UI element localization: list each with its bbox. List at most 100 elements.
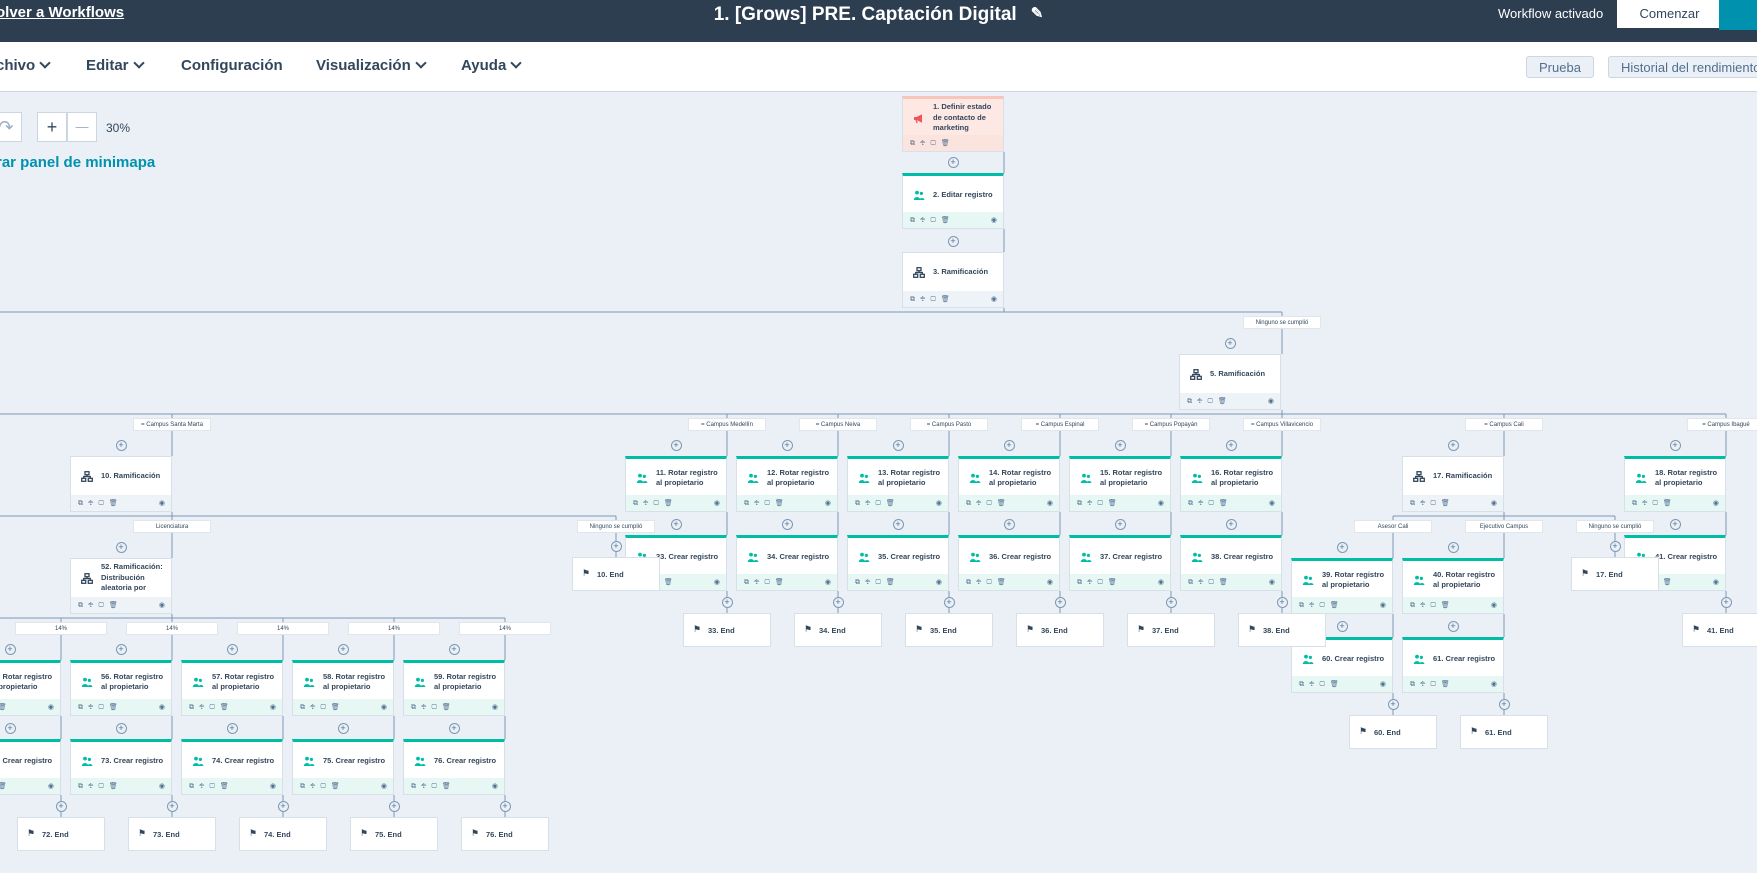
add-action-icon[interactable]: + <box>1336 620 1348 632</box>
eye-icon[interactable]: ◉ <box>935 579 942 586</box>
eye-icon[interactable]: ◉ <box>1379 602 1386 609</box>
add-action-icon[interactable]: + <box>1669 518 1681 530</box>
add-action-icon[interactable]: + <box>337 643 349 655</box>
workflow-action-card[interactable]: 40. Rotar registro al propietario⧉✥▢🗑◉ <box>1402 558 1504 614</box>
workflow-action-card[interactable]: 2. Editar registro⧉✥▢🗑◉ <box>902 173 1004 229</box>
eye-icon[interactable]: ◉ <box>1268 500 1275 507</box>
eye-icon[interactable]: ◉ <box>1267 398 1274 405</box>
add-action-icon[interactable]: + <box>388 800 400 812</box>
workflow-action-card[interactable]: 60. Crear registro⧉✥▢🗑◉ <box>1291 637 1393 693</box>
add-action-icon[interactable]: + <box>448 722 460 734</box>
eye-icon[interactable]: ◉ <box>491 704 498 711</box>
card-tools-icons[interactable]: ⧉✥▢🗑 <box>1299 602 1344 609</box>
menu-help[interactable]: Ayuda <box>461 57 522 74</box>
workflow-action-card[interactable]: 12. Rotar registro al propietario⧉✥▢🗑◉ <box>736 456 838 512</box>
add-action-icon[interactable]: + <box>943 596 955 608</box>
add-action-icon[interactable]: + <box>115 439 127 451</box>
eye-icon[interactable]: ◉ <box>1268 579 1275 586</box>
card-tools-icons[interactable]: ⧉✥▢🗑 <box>300 704 345 711</box>
eye-icon[interactable]: ◉ <box>47 704 54 711</box>
add-action-icon[interactable]: + <box>1498 698 1510 710</box>
end-node[interactable]: ⚑17. End <box>1571 557 1659 591</box>
workflow-action-card[interactable]: 72. Crear registro⧉✥▢🗑◉ <box>0 739 61 795</box>
add-action-icon[interactable]: + <box>610 540 622 552</box>
add-action-icon[interactable]: + <box>337 722 349 734</box>
workflow-action-card[interactable]: 18. Rotar registro al propietario⧉✥▢🗑◉ <box>1624 456 1726 512</box>
add-action-icon[interactable]: + <box>947 156 959 168</box>
eye-icon[interactable]: ◉ <box>713 579 720 586</box>
add-action-icon[interactable]: + <box>832 596 844 608</box>
add-action-icon[interactable]: + <box>499 800 511 812</box>
eye-icon[interactable]: ◉ <box>380 783 387 790</box>
add-action-icon[interactable]: + <box>1336 541 1348 553</box>
workflow-action-card[interactable]: 13. Rotar registro al propietario⧉✥▢🗑◉ <box>847 456 949 512</box>
end-node[interactable]: ⚑61. End <box>1460 715 1548 749</box>
add-action-icon[interactable]: + <box>1447 439 1459 451</box>
card-tools-icons[interactable]: ⧉✥▢🗑 <box>966 500 1011 507</box>
workflow-action-card[interactable]: 34. Crear registro⧉✥▢🗑◉ <box>736 535 838 591</box>
add-action-icon[interactable]: + <box>892 518 904 530</box>
eye-icon[interactable]: ◉ <box>158 783 165 790</box>
add-action-icon[interactable]: + <box>1003 518 1015 530</box>
eye-icon[interactable]: ◉ <box>1490 602 1497 609</box>
workflow-action-card[interactable]: 35. Crear registro⧉✥▢🗑◉ <box>847 535 949 591</box>
card-tools-icons[interactable]: ⧉✥▢🗑 <box>1077 579 1122 586</box>
card-tools-icons[interactable]: ⧉✥▢🗑 <box>966 579 1011 586</box>
add-action-icon[interactable]: + <box>1225 518 1237 530</box>
workflow-action-card[interactable]: 58. Rotar registro al propietario⧉✥▢🗑◉ <box>292 660 394 716</box>
start-button[interactable]: Comenzar <box>1617 0 1722 28</box>
workflow-canvas[interactable]: 1. Definir estado de contacto de marketi… <box>0 92 1757 873</box>
zoom-in-button[interactable]: + <box>37 112 67 142</box>
eye-icon[interactable]: ◉ <box>1157 500 1164 507</box>
card-tools-icons[interactable]: ⧉✥▢🗑 <box>411 704 456 711</box>
end-node[interactable]: ⚑33. End <box>683 613 771 647</box>
add-action-icon[interactable]: + <box>1387 698 1399 710</box>
eye-icon[interactable]: ◉ <box>713 500 720 507</box>
card-tools-icons[interactable]: ⧉✥▢🗑 <box>78 783 123 790</box>
eye-icon[interactable]: ◉ <box>380 704 387 711</box>
add-action-icon[interactable]: + <box>1609 540 1621 552</box>
eye-icon[interactable]: ◉ <box>1046 500 1053 507</box>
add-action-icon[interactable]: + <box>1224 337 1236 349</box>
end-node[interactable]: ⚑38. End <box>1238 613 1326 647</box>
end-node[interactable]: ⚑35. End <box>905 613 993 647</box>
card-tools-icons[interactable]: ⧉✥▢🗑 <box>1410 602 1455 609</box>
zoom-out-button[interactable]: — <box>67 112 97 142</box>
card-tools-icons[interactable]: ⧉✥▢🗑 <box>855 500 900 507</box>
redo-icon[interactable]: ↷ <box>0 112 22 142</box>
add-action-icon[interactable]: + <box>721 596 733 608</box>
add-action-icon[interactable]: + <box>1447 620 1459 632</box>
eye-icon[interactable]: ◉ <box>1712 500 1719 507</box>
workflow-action-card[interactable]: 55. Rotar registro al propietario⧉✥▢🗑◉ <box>0 660 61 716</box>
add-action-icon[interactable]: + <box>1054 596 1066 608</box>
eye-icon[interactable]: ◉ <box>824 579 831 586</box>
card-tools-icons[interactable]: ⧉✥▢🗑 <box>1188 500 1233 507</box>
eye-icon[interactable]: ◉ <box>269 704 276 711</box>
add-action-icon[interactable]: + <box>166 800 178 812</box>
workflow-action-card[interactable]: 74. Crear registro⧉✥▢🗑◉ <box>181 739 283 795</box>
eye-icon[interactable]: ◉ <box>1379 681 1386 688</box>
card-tools-icons[interactable]: ⧉✥▢🗑 <box>0 783 12 790</box>
workflow-action-card[interactable]: 5. Ramificación⧉✥▢🗑◉ <box>1179 354 1281 410</box>
end-node[interactable]: ⚑36. End <box>1016 613 1104 647</box>
card-tools-icons[interactable]: ⧉✥▢🗑 <box>0 704 12 711</box>
eye-icon[interactable]: ◉ <box>269 783 276 790</box>
add-action-icon[interactable]: + <box>1720 596 1732 608</box>
add-action-icon[interactable]: + <box>277 800 289 812</box>
workflow-action-card[interactable]: 59. Rotar registro al propietario⧉✥▢🗑◉ <box>403 660 505 716</box>
add-action-icon[interactable]: + <box>1114 518 1126 530</box>
back-to-workflows-link[interactable]: olver a Workflows <box>0 4 125 21</box>
workflow-action-card[interactable]: 15. Rotar registro al propietario⧉✥▢🗑◉ <box>1069 456 1171 512</box>
workflow-action-card[interactable]: 57. Rotar registro al propietario⧉✥▢🗑◉ <box>181 660 283 716</box>
end-node[interactable]: ⚑10. End <box>572 557 660 591</box>
add-action-icon[interactable]: + <box>1225 439 1237 451</box>
workflow-action-card[interactable]: 76. Crear registro⧉✥▢🗑◉ <box>403 739 505 795</box>
card-tools-icons[interactable]: ⧉✥▢🗑 <box>411 783 456 790</box>
eye-icon[interactable]: ◉ <box>491 783 498 790</box>
end-node[interactable]: ⚑75. End <box>350 817 438 851</box>
card-tools-icons[interactable]: ⧉✥▢🗑 <box>910 140 955 147</box>
workflow-action-card[interactable]: 17. Ramificación⧉✥▢🗑◉ <box>1402 456 1504 512</box>
eye-icon[interactable]: ◉ <box>1712 579 1719 586</box>
workflow-action-card[interactable]: 36. Crear registro⧉✥▢🗑◉ <box>958 535 1060 591</box>
menu-edit[interactable]: Editar <box>86 57 145 74</box>
